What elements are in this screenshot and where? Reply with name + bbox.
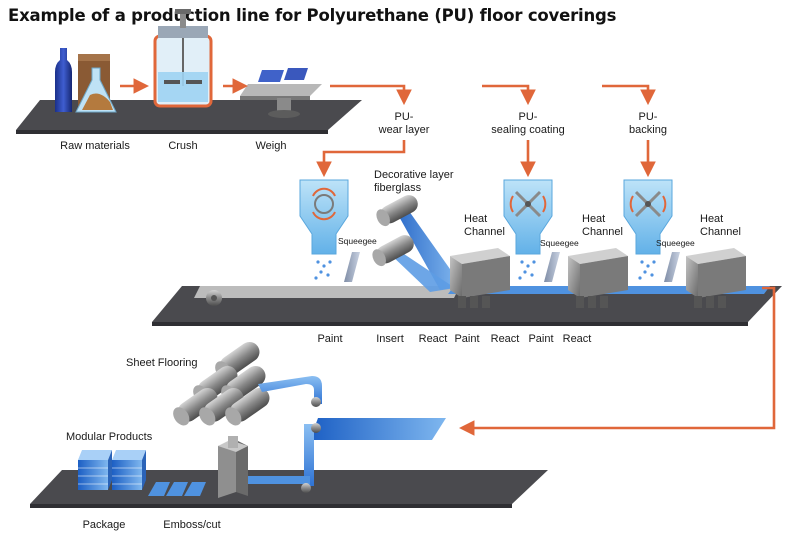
label-package: Package (83, 519, 126, 531)
crush-tank-illustration (153, 9, 213, 108)
label-sheet-flooring: Sheet Flooring (126, 357, 198, 369)
weigh-scale-illustration (240, 68, 322, 118)
middle-conveyor (152, 286, 782, 326)
step-label-3: React (419, 333, 448, 345)
heat-channel-3 (686, 248, 746, 308)
step-label-4: Paint (454, 333, 479, 345)
label-decorative-1: Decorative layer (374, 169, 454, 181)
label-modular-products: Modular Products (66, 431, 153, 443)
label-heat-channel-1b: Channel (464, 226, 505, 238)
step-label-6: Paint (528, 333, 553, 345)
step-label-7: React (563, 333, 592, 345)
label-pu-wear-1: PU- (395, 111, 414, 123)
step-label-1: Paint (317, 333, 342, 345)
heat-channel-2 (568, 248, 628, 308)
label-emboss-cut: Emboss/cut (163, 519, 220, 531)
label-decorative-2: fiberglass (374, 182, 422, 194)
top-flow-arrows (120, 78, 656, 178)
conveyor-roller (206, 290, 222, 306)
decorative-layer-illustration (372, 195, 462, 292)
hopper-wear-layer (299, 179, 349, 255)
page-title: Example of a production line for Polyure… (8, 6, 617, 25)
paint-drops (314, 260, 656, 280)
hopper-backing (623, 179, 673, 255)
hopper-sealing-coating (503, 179, 553, 255)
label-heat-channel-3b: Channel (700, 226, 741, 238)
label-pu-backing-1: PU- (639, 111, 658, 123)
label-heat-channel-3a: Heat (700, 213, 723, 225)
label-squeegee-1: Squeegee (338, 236, 377, 246)
label-crush: Crush (168, 140, 197, 152)
pu-sheet-path (246, 376, 446, 493)
label-pu-wear-2: wear layer (378, 124, 430, 136)
label-pu-sealing-1: PU- (519, 111, 538, 123)
label-squeegee-3: Squeegee (656, 238, 695, 248)
emboss-cut-machine (218, 436, 248, 498)
squeegee-blades (344, 252, 680, 282)
step-label-2: Insert (376, 333, 404, 345)
label-heat-channel-1a: Heat (464, 213, 487, 225)
label-squeegee-2: Squeegee (540, 238, 579, 248)
label-heat-channel-2b: Channel (582, 226, 623, 238)
cut-tiles (148, 482, 206, 496)
label-pu-sealing-2: sealing coating (491, 124, 564, 136)
label-heat-channel-2a: Heat (582, 213, 605, 225)
label-raw-materials: Raw materials (60, 140, 130, 152)
label-pu-backing-2: backing (629, 124, 667, 136)
sheet-flooring-rolls (173, 341, 270, 426)
raw-materials-illustration (55, 48, 117, 113)
return-flow-arrow (458, 286, 776, 436)
label-weigh: Weigh (256, 140, 287, 152)
heat-channel-1 (450, 248, 510, 308)
modular-product-stacks (78, 450, 146, 490)
step-label-5: React (491, 333, 520, 345)
